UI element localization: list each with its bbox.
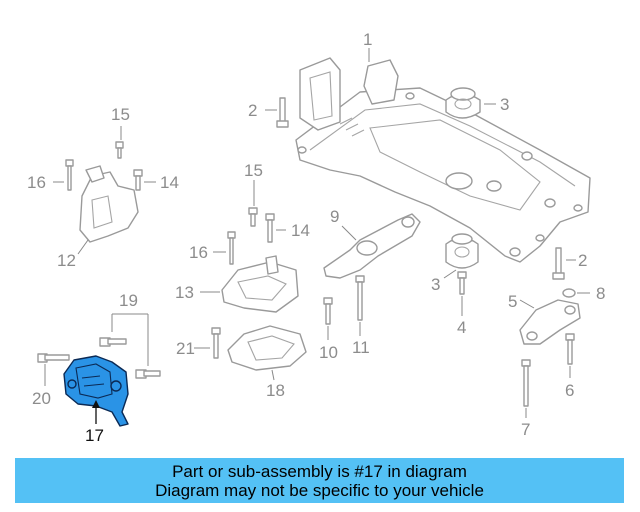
- callout-16b: 16: [189, 243, 208, 262]
- callout-20: 20: [32, 389, 51, 408]
- torque-rod-part-9: [323, 213, 421, 279]
- callout-15a: 15: [111, 105, 130, 124]
- callout-2a: 2: [248, 101, 257, 120]
- callout-15b: 15: [244, 161, 263, 180]
- callout-19: 19: [119, 291, 138, 310]
- callout-8: 8: [596, 284, 605, 303]
- callout-9: 9: [330, 207, 339, 226]
- callout-6: 6: [565, 381, 574, 400]
- bolt-part-14b: [265, 213, 275, 243]
- bolt-part-10: [323, 297, 333, 325]
- bolt-part-8: [562, 288, 576, 298]
- callout-17-highlighted: 17: [85, 426, 104, 445]
- callout-14a: 14: [160, 173, 179, 192]
- callout-13: 13: [175, 283, 194, 302]
- leader-lines: [44, 48, 590, 424]
- bracket-part-5: [519, 299, 581, 345]
- bolt-part-6: [565, 333, 575, 365]
- bolt-part-11: [355, 275, 365, 321]
- bolt-part-16b: [227, 231, 236, 265]
- callout-10: 10: [319, 343, 338, 362]
- callout-7: 7: [521, 420, 530, 439]
- callout-3b: 3: [431, 275, 440, 294]
- callout-1: 1: [363, 30, 372, 49]
- banner-line-1: Part or sub-assembly is #17 in diagram: [172, 461, 467, 481]
- bolt-part-14a: [133, 169, 143, 191]
- mount-part-3b: [445, 233, 479, 269]
- callout-21: 21: [176, 339, 195, 358]
- callout-3a: 3: [500, 95, 509, 114]
- mount-part-3a: [445, 87, 481, 119]
- callout-2b: 2: [578, 251, 587, 270]
- callout-16a: 16: [27, 173, 46, 192]
- callout-18: 18: [266, 381, 285, 400]
- bolt-part-19a: [99, 337, 127, 347]
- banner-line-2: Diagram may not be specific to your vehi…: [155, 480, 484, 500]
- bolt-part-16a: [65, 159, 74, 191]
- callout-5: 5: [508, 292, 517, 311]
- bolt-part-7: [521, 359, 531, 407]
- bolt-part-15a: [115, 141, 124, 159]
- subframe-part-1: [295, 57, 591, 263]
- callout-4: 4: [457, 318, 466, 337]
- callout-11: 11: [352, 338, 370, 357]
- callout-14b: 14: [291, 221, 310, 240]
- highlighted-part-17: [63, 355, 129, 427]
- bolt-part-2b: [552, 247, 565, 280]
- parts-diagram: 1 2 3 15 16 14 12 15 16 14 9 2 3 13 4 5 …: [27, 30, 605, 445]
- info-banner: Part or sub-assembly is #17 in diagram D…: [15, 458, 624, 503]
- bolt-part-4: [457, 271, 467, 295]
- callout-12: 12: [57, 251, 76, 270]
- bracket-part-18: [227, 325, 307, 371]
- bolt-part-2a: [276, 97, 289, 128]
- bolt-part-21: [211, 327, 221, 359]
- bolt-part-20: [37, 353, 70, 363]
- bolt-part-15b: [248, 207, 258, 227]
- bolt-part-19b: [135, 369, 161, 379]
- bracket-part-13: [221, 255, 299, 313]
- mount-part-12: [79, 165, 139, 243]
